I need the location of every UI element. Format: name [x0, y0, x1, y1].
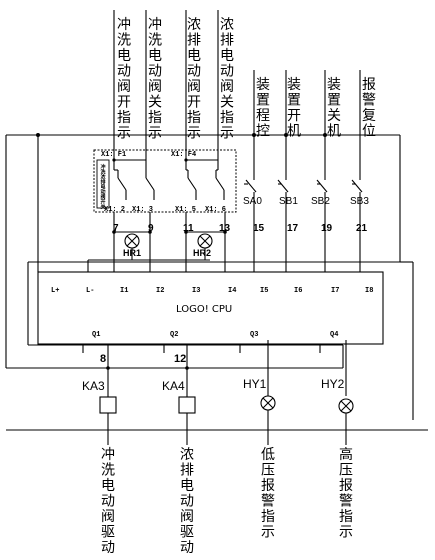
plc-input-i3: I3: [192, 287, 200, 295]
label-flush-valve-close: 冲洗电动阀关指示: [148, 17, 162, 142]
plc-input-i1: I1: [120, 287, 128, 295]
wire-number: 19: [321, 223, 333, 234]
contact-3: [187, 170, 197, 200]
switch-sb3: SB3: [350, 135, 369, 272]
plc-output-q1: Q1: [92, 331, 100, 339]
plc-input-i6: I6: [294, 287, 302, 295]
switch-label-sb1: SB1: [279, 196, 298, 207]
output-wiring: [6, 261, 414, 420]
plc-input-i2: I2: [156, 287, 164, 295]
switch-label-sa0: SA0: [243, 196, 262, 207]
terminal-x1-6: X1: 6: [205, 206, 226, 214]
wire-number: 15: [253, 223, 265, 234]
valve-switch-box: X1: F1 X1: F4 冲洗浓排电动阀开关: [93, 149, 237, 214]
plc-input-l-minus: L-: [86, 287, 94, 295]
lamp-label-hy2: HY2: [321, 377, 345, 391]
label-device-program: 装置程控: [256, 77, 270, 140]
plc-input-i7: I7: [331, 287, 339, 295]
lamp-label-hy1: HY1: [243, 377, 267, 391]
relay-ka4: KA4: [162, 368, 196, 430]
plc-input-i5: I5: [260, 287, 268, 295]
lamp-hr2: HR2: [193, 233, 213, 258]
wire-number: 8: [100, 353, 106, 365]
label-flush-valve-drive: 冲洗电动阀驱动: [101, 447, 115, 556]
wire-number: 12: [174, 353, 186, 365]
switch-sb1: SB1: [277, 135, 298, 272]
switch-label-sb2: SB2: [311, 196, 330, 207]
label-drain-valve-drive: 浓排电动阀驱动: [180, 447, 194, 556]
wire-numbers: 7 9 11 13 15 17 19 21: [113, 223, 368, 234]
label-high-pressure-alarm: 高压报警指示: [339, 446, 353, 541]
plc-output-q2: Q2: [170, 331, 178, 339]
lamp-label-hr1: HR1: [123, 248, 141, 258]
lamp-hy2: HY2: [321, 377, 354, 430]
top-labels: 冲洗电动阀开指示 冲洗电动阀关指示 浓排电动阀开指示 浓排电动阀关指示 装置程控…: [117, 17, 376, 142]
plc-output-q3: Q3: [250, 331, 258, 339]
terminal-x1-f4: X1: F4: [171, 151, 196, 159]
relay-label-ka4: KA4: [162, 379, 185, 393]
lamp-hr1: HR1: [123, 233, 141, 258]
plc-input-l-plus: L+: [51, 287, 59, 295]
wire-number: 9: [148, 223, 154, 234]
label-drain-valve-open: 浓排电动阀开指示: [187, 17, 201, 142]
terminal-x1-3: X1: 3: [132, 206, 153, 214]
top-leads: [113, 10, 361, 170]
switch-sa0: SA0: [243, 135, 262, 272]
label-device-stop: 装置关机: [327, 77, 341, 140]
contact-1: [117, 170, 127, 200]
valve-switch-caption: 冲洗浓排电动阀开关: [100, 163, 106, 210]
lamp-label-hr2: HR2: [193, 248, 211, 258]
label-device-start: 装置开机: [287, 77, 301, 140]
plc-input-i4: I4: [228, 287, 236, 295]
label-drain-valve-close: 浓排电动阀关指示: [220, 17, 234, 142]
plc-output-q4: Q4: [330, 331, 338, 339]
label-flush-valve-open: 冲洗电动阀开指示: [117, 17, 131, 142]
terminal-x1-2: X1: 2: [104, 206, 125, 214]
wire-number: 21: [356, 223, 368, 234]
lamp-hy1: HY1: [243, 377, 276, 430]
label-alarm-reset: 报警复位: [362, 77, 376, 140]
wire-number: 13: [219, 223, 231, 234]
plc-cpu: LOGO! CPU L+ L- I1 I2 I3 I4 I5 I6 I7 I8 …: [37, 271, 384, 345]
wire-number: 11: [183, 223, 194, 234]
label-low-pressure-alarm: 低压报警指示: [261, 447, 275, 541]
relay-ka3: KA3: [82, 368, 117, 430]
relay-label-ka3: KA3: [82, 379, 105, 393]
plc-input-i8: I8: [365, 287, 373, 295]
switch-label-sb3: SB3: [350, 196, 369, 207]
contact-2: [145, 170, 155, 200]
terminal-x1-f1: X1: F1: [101, 151, 126, 159]
plc-title: LOGO! CPU: [176, 304, 232, 315]
wire-number: 17: [287, 223, 299, 234]
terminal-x1-5: X1: 5: [175, 206, 196, 214]
switch-sb2: SB2: [311, 135, 330, 272]
contact-4: [215, 170, 225, 200]
bottom-labels: 冲洗电动阀驱动 浓排电动阀驱动 低压报警指示 高压报警指示: [101, 446, 353, 556]
wire-number: 7: [113, 223, 119, 234]
